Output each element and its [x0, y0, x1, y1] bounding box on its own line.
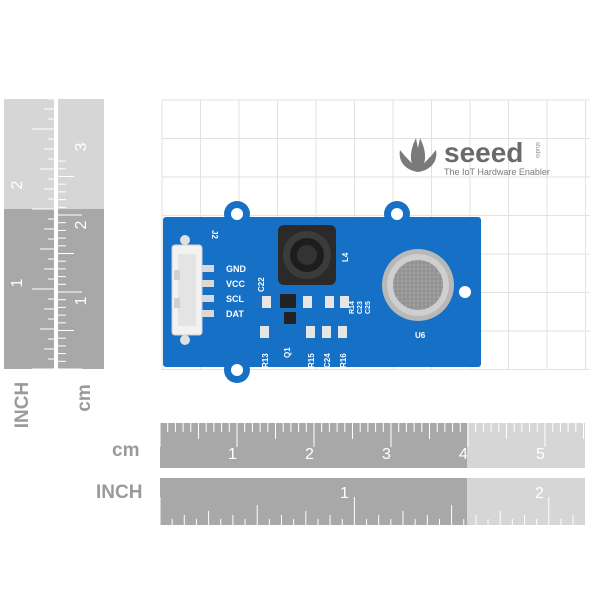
pin-pad-vcc [202, 280, 214, 287]
ref-c22: C22 [257, 277, 266, 292]
horizontal-cm-tick-3: 3 [382, 446, 391, 463]
horizontal-cm-tick-4: 4 [459, 446, 468, 463]
pcb-board: J2 GND VCC SCL DAT L4 C22 R13 Q1 R15 C24… [163, 201, 481, 383]
ref-r14: R14 [349, 301, 356, 314]
vertical-cm-tick-1: 1 [73, 296, 90, 305]
horizontal-cm-label: cm [112, 440, 139, 461]
grove-connector [171, 235, 214, 345]
ref-q1: Q1 [283, 347, 292, 358]
pin-pad-gnd [202, 265, 214, 272]
transistor-q1 [284, 312, 296, 324]
gas-sensor-u6 [382, 249, 454, 321]
seeed-leaf-icon [399, 138, 437, 172]
ic-chip [280, 294, 296, 308]
resistor-r16 [338, 326, 347, 338]
mounting-hole-bottom-left [231, 364, 243, 376]
vertical-rulers: 1 2 1 2 3 [4, 98, 104, 370]
ref-c25: C25 [365, 301, 372, 314]
ref-c23: C23 [357, 301, 364, 314]
ref-r13: R13 [261, 353, 270, 368]
ref-r16: R16 [339, 353, 348, 368]
horizontal-inch-ruler: 1 2 [159, 478, 585, 525]
vertical-cm-ruler: 1 2 3 [58, 99, 104, 370]
ref-r15: R15 [307, 353, 316, 368]
mounting-hole-right [459, 286, 471, 298]
horizontal-inch-label: INCH [96, 482, 142, 503]
seeed-side-text: studio [534, 142, 540, 159]
pin-label-gnd: GND [226, 264, 247, 274]
ref-l4: L4 [341, 252, 350, 262]
vertical-cm-label: cm [74, 384, 95, 411]
pin-label-scl: SCL [226, 294, 245, 304]
pin-pad-dat [202, 310, 214, 317]
pin-label-dat: DAT [226, 309, 244, 319]
vertical-inch-ruler: 1 2 [4, 98, 54, 370]
horizontal-cm-tick-2: 2 [305, 446, 314, 463]
horizontal-inch-tick-2: 2 [535, 485, 544, 502]
vertical-ruler-labels: INCH cm [12, 382, 95, 428]
pin-label-vcc: VCC [226, 279, 246, 289]
horizontal-inch-tick-1: 1 [340, 485, 349, 502]
horizontal-cm-tick-1: 1 [228, 446, 237, 463]
mounting-hole-top-right [391, 208, 403, 220]
vertical-cm-tick-2: 2 [73, 220, 90, 229]
seeed-tagline: The IoT Hardware Enabler [444, 167, 550, 177]
horizontal-cm-ruler: 1 2 3 4 5 [159, 423, 585, 468]
horizontal-cm-tick-5: 5 [536, 446, 545, 463]
mounting-hole-top-left [231, 208, 243, 220]
ref-u6: U6 [415, 331, 426, 340]
vertical-inch-tick-2: 2 [9, 180, 26, 189]
capacitor-main [303, 296, 312, 308]
resistor-top-2 [340, 296, 349, 308]
ref-c24: C24 [323, 353, 332, 368]
vertical-cm-tick-3: 3 [73, 142, 90, 151]
resistor-r15 [306, 326, 315, 338]
seeed-logo: seeed studio The IoT Hardware Enabler [399, 137, 550, 177]
pin-pad-scl [202, 295, 214, 302]
horizontal-rulers: 1 2 3 4 5 cm 1 2 INCH [96, 423, 585, 525]
seeed-wordmark: seeed [444, 137, 523, 168]
vertical-inch-tick-1: 1 [9, 278, 26, 287]
resistor-top-1 [325, 296, 334, 308]
resistor-r13 [260, 326, 269, 338]
capacitor-c24 [322, 326, 331, 338]
capacitor-c22 [262, 296, 271, 308]
inductor-l4 [278, 225, 336, 285]
vertical-inch-label: INCH [12, 382, 33, 428]
connector-ref-label: J2 [210, 230, 219, 239]
